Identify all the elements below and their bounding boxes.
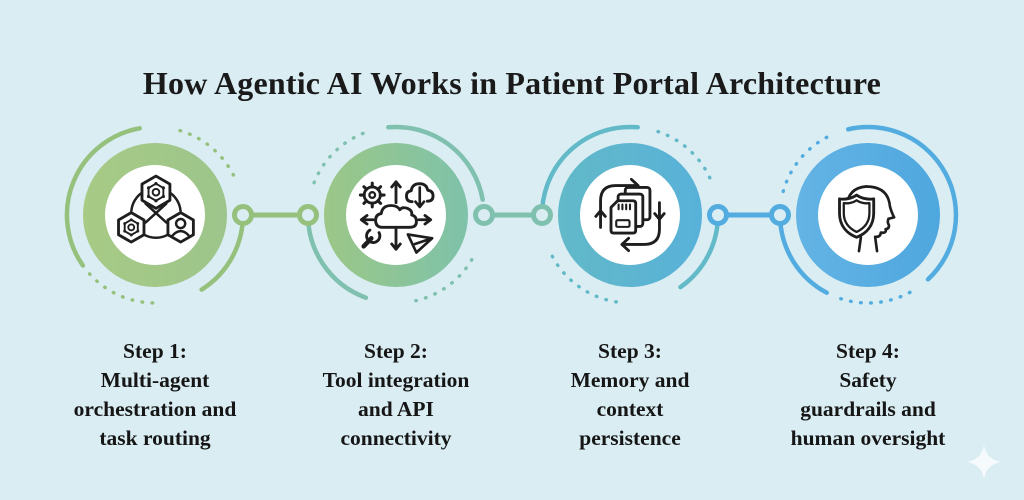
step-2-circle <box>324 143 468 287</box>
safety-oversight-icon <box>838 185 896 253</box>
step-1-label: Step 1: Multi-agent orchestration and ta… <box>40 337 270 453</box>
connector-node <box>473 204 495 226</box>
step-4-circle <box>796 143 940 287</box>
connector-node <box>531 204 553 226</box>
decor-dashed-arc-step-2 <box>310 131 365 191</box>
decorative-arcs <box>64 124 959 305</box>
step-2-label: Step 2: Tool integration and API connect… <box>281 337 511 453</box>
connector-node <box>769 204 791 226</box>
memory-context-icon <box>594 177 666 253</box>
decor-solid-arc-step-1 <box>64 126 142 268</box>
process-diagram <box>64 124 959 305</box>
step-3-title: Step 3: <box>598 339 662 363</box>
step-4-title: Step 4: <box>836 339 900 363</box>
connector-node <box>297 204 319 226</box>
decor-solid-arc-step-4 <box>845 124 959 282</box>
step-2-title: Step 2: <box>364 339 428 363</box>
decor-dashed-arc-step-1 <box>87 272 160 305</box>
step-1-title: Step 1: <box>123 339 187 363</box>
decor-dashed-arc-step-1 <box>171 127 236 177</box>
decor-dashed-arc-step-3 <box>550 254 620 304</box>
connector-node <box>232 204 254 226</box>
step-3-circle <box>558 143 702 287</box>
decor-solid-arc-step-4 <box>777 215 829 295</box>
page-title: How Agentic AI Works in Patient Portal A… <box>142 65 882 102</box>
step-3-label: Step 3: Memory and context persistence <box>515 337 745 453</box>
multi-agent-icon <box>117 174 195 244</box>
sparkle-icon <box>967 445 1001 479</box>
decor-solid-arc-step-3 <box>539 124 640 212</box>
step-1-circle <box>83 143 227 287</box>
step-4-label: Step 4: Safety guardrails and human over… <box>753 337 983 453</box>
decor-solid-arc-step-2 <box>386 124 485 202</box>
connector-node <box>707 204 729 226</box>
tool-integration-icon <box>358 180 435 254</box>
decor-dashed-arc-step-4 <box>839 287 917 305</box>
